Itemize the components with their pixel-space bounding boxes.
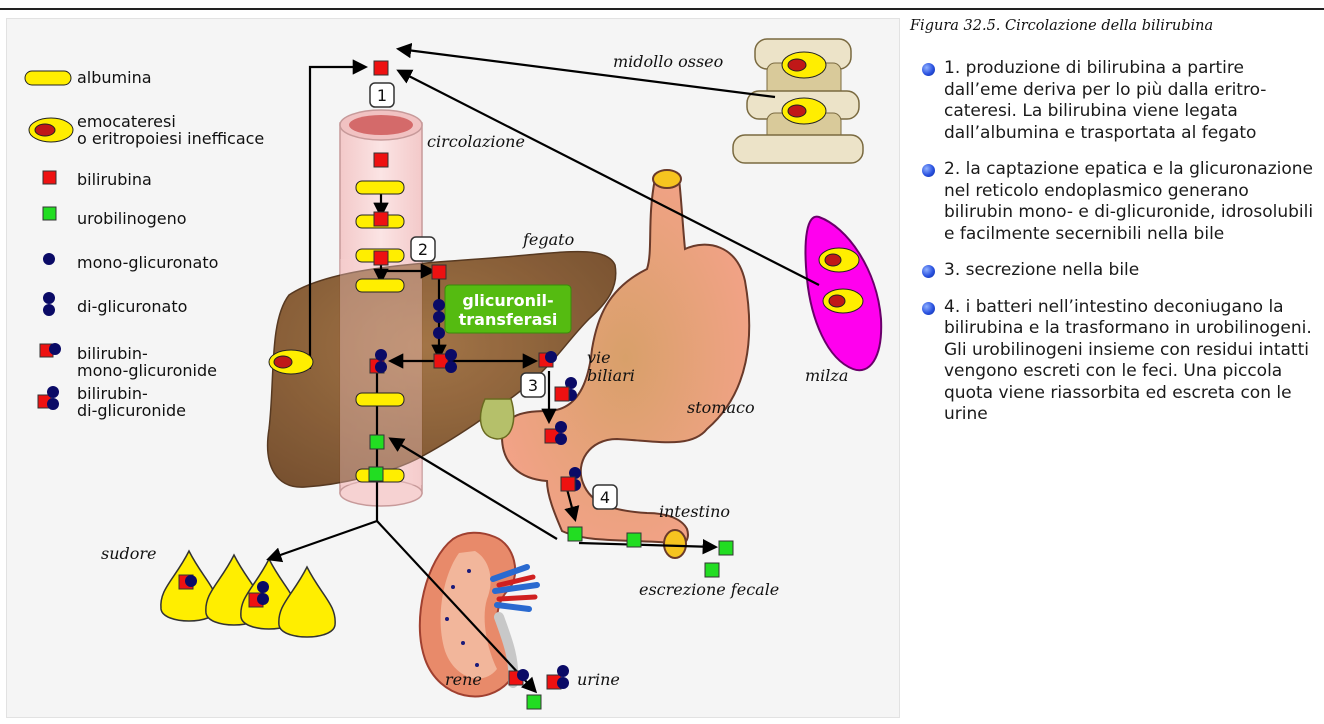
step-1: 1 bbox=[377, 86, 387, 105]
legend-urobilinogen-symbol bbox=[43, 207, 56, 220]
legend-di-glicuronato: di-glicuronato bbox=[77, 297, 187, 316]
vertebrae-illustration bbox=[733, 39, 863, 163]
label-intestino: intestino bbox=[659, 502, 730, 521]
label-vie: vie bbox=[587, 348, 611, 367]
enzyme-label-1: glicuronil- bbox=[462, 291, 553, 310]
bullet-icon bbox=[922, 265, 935, 278]
note-item: 4. i batteri nell’intestino deconiugano … bbox=[922, 297, 1318, 426]
label-rene: rene bbox=[445, 670, 482, 689]
figure-caption: Figura 32.5. Circolazione della bilirubi… bbox=[910, 18, 1320, 34]
note-text-2: 2. la captazione epatica e la glicuronaz… bbox=[944, 159, 1313, 244]
sweat-drops bbox=[161, 551, 335, 637]
bullet-icon bbox=[922, 302, 935, 315]
vessel-lumen bbox=[349, 115, 413, 135]
step-3: 3 bbox=[528, 376, 538, 395]
legend-mono-glucuronate-symbol bbox=[43, 253, 55, 265]
label-stomaco: stomaco bbox=[687, 398, 755, 417]
note-item: 3. secrezione nella bile bbox=[922, 260, 1318, 282]
enzyme-label-2: transferasi bbox=[459, 310, 558, 329]
note-item: 1. produzione di bilirubina a partire da… bbox=[922, 58, 1318, 144]
label-biliari: biliari bbox=[587, 366, 635, 385]
label-midollo: midollo osseo bbox=[613, 52, 723, 71]
note-text-3: 3. secrezione nella bile bbox=[944, 260, 1139, 280]
step-4: 4 bbox=[600, 488, 610, 507]
note-text-4: 4. i batteri nell’intestino deconiugano … bbox=[944, 297, 1312, 425]
legend-albumina: albumina bbox=[77, 68, 152, 87]
label-escrezione: escrezione fecale bbox=[639, 580, 779, 599]
notes-list: 1. produzione di bilirubina a partire da… bbox=[922, 58, 1318, 441]
legend-urobilinogeno: urobilinogeno bbox=[77, 209, 187, 228]
legend-bdg-2: di-glicuronide bbox=[77, 401, 186, 420]
legend-bmg-2: mono-glicuronide bbox=[77, 361, 217, 380]
legend-di-glucuronate-symbol bbox=[43, 292, 55, 304]
label-fegato: fegato bbox=[522, 230, 574, 249]
label-sudore: sudore bbox=[101, 544, 157, 563]
note-item: 2. la captazione epatica e la glicuronaz… bbox=[922, 159, 1318, 245]
bilirubin-circulation-diagram: albumina emocateresi o eritropoiesi inef… bbox=[7, 19, 899, 717]
bullet-icon bbox=[922, 63, 935, 76]
step-2: 2 bbox=[418, 240, 428, 259]
legend-mono-glicuronato: mono-glicuronato bbox=[77, 253, 218, 272]
rectum-opening bbox=[664, 530, 686, 558]
esophagus-top bbox=[653, 170, 681, 188]
legend-bilirubina: bilirubina bbox=[77, 170, 152, 189]
note-text-1: 1. produzione di bilirubina a partire da… bbox=[944, 58, 1266, 143]
legend: albumina emocateresi o eritropoiesi inef… bbox=[25, 68, 264, 420]
top-rule bbox=[0, 8, 1324, 10]
gallbladder bbox=[481, 399, 514, 439]
label-urine: urine bbox=[577, 670, 620, 689]
bullet-icon bbox=[922, 164, 935, 177]
diagram-panel: albumina emocateresi o eritropoiesi inef… bbox=[6, 18, 900, 718]
legend-eritropoiesi: o eritropoiesi inefficace bbox=[77, 129, 264, 148]
label-circolazione: circolazione bbox=[427, 132, 525, 151]
legend-bilirubin-symbol bbox=[43, 171, 56, 184]
label-milza: milza bbox=[805, 366, 848, 385]
legend-albumin-symbol bbox=[25, 71, 71, 85]
